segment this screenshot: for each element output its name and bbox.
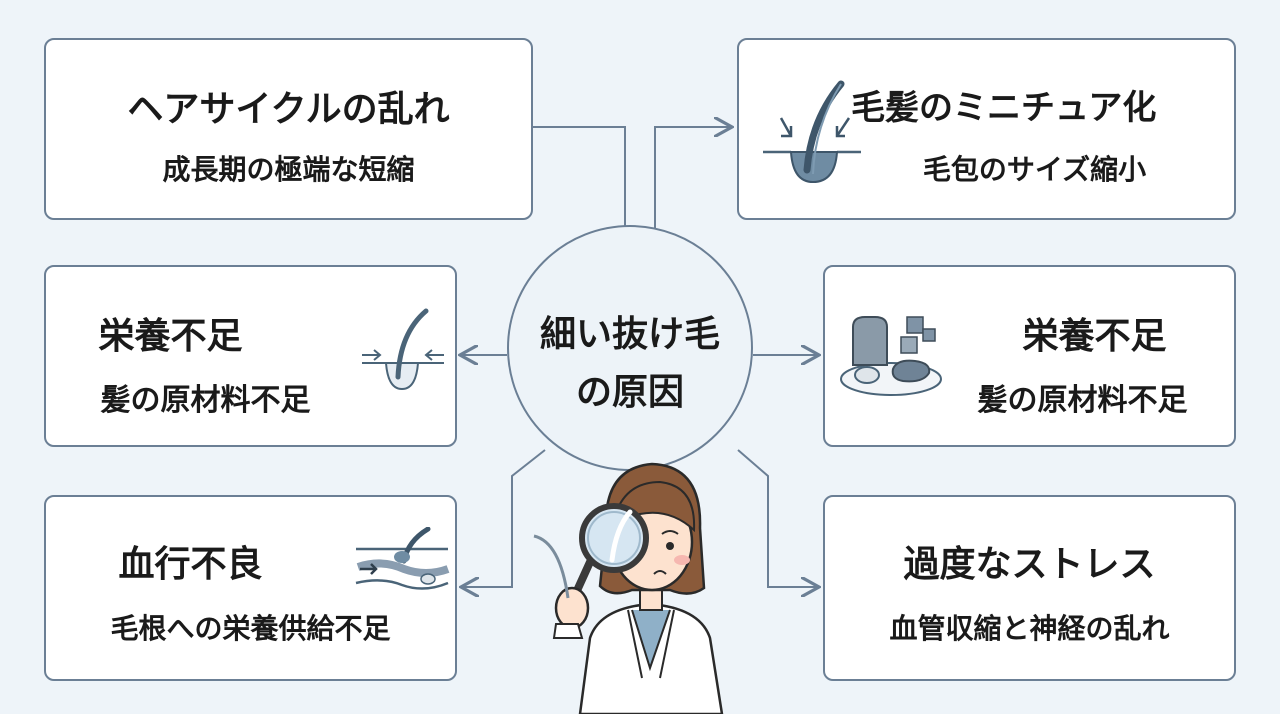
card-stress-subtitle: 血管収縮と神経の乱れ bbox=[889, 612, 1170, 645]
card-blood-title: 血行不良 bbox=[118, 544, 263, 585]
center-title-line1: 細い抜け毛 bbox=[539, 314, 720, 355]
card-stress-title: 過度なストレス bbox=[903, 544, 1156, 585]
connector-blood bbox=[463, 449, 546, 587]
card-miniaturization: 毛髪のミニチュア化 毛包のサイズ縮小 bbox=[737, 38, 1236, 220]
card-nutrition-left-title: 栄養不足 bbox=[98, 316, 243, 357]
card-stress: 過度なストレス 血管収縮と神経の乱れ bbox=[823, 495, 1236, 681]
card-blood-subtitle: 毛根への栄養供給不足 bbox=[110, 612, 391, 645]
card-hair-cycle-title: ヘアサイクルの乱れ bbox=[127, 89, 450, 130]
card-blood: 血行不良 毛根への栄養供給不足 bbox=[44, 495, 457, 681]
card-nutrition-left: 栄養不足 髪の原材料不足 bbox=[44, 265, 457, 447]
center-node: 細い抜け毛 の原因 bbox=[507, 225, 753, 471]
card-nutrition-right: 栄養不足 髪の原材料不足 bbox=[823, 265, 1236, 447]
card-nutrition-left-subtitle: 髪の原材料不足 bbox=[100, 383, 311, 418]
card-nutrition-right-subtitle: 髪の原材料不足 bbox=[977, 383, 1188, 418]
card-miniaturization-title: 毛髪のミニチュア化 bbox=[851, 88, 1157, 128]
hair-follicle-shrink-icon bbox=[763, 80, 861, 184]
connector-stress bbox=[737, 449, 817, 587]
card-hair-cycle: ヘアサイクルの乱れ 成長期の極端な短縮 bbox=[44, 38, 533, 220]
card-nutrition-right-title: 栄養不足 bbox=[1022, 316, 1167, 357]
card-hair-cycle-subtitle: 成長期の極端な短縮 bbox=[162, 153, 415, 186]
scientist-magnifier-icon bbox=[533, 462, 724, 714]
center-title-line2: の原因 bbox=[575, 372, 684, 413]
card-miniaturization-subtitle: 毛包のサイズ縮小 bbox=[922, 153, 1147, 186]
connector-miniaturization bbox=[654, 127, 730, 230]
blood-vessel-icon bbox=[355, 527, 450, 590]
connector-hair-cycle bbox=[533, 126, 626, 230]
hair-follicle-icon bbox=[362, 308, 444, 391]
food-plate-icon bbox=[840, 316, 942, 396]
